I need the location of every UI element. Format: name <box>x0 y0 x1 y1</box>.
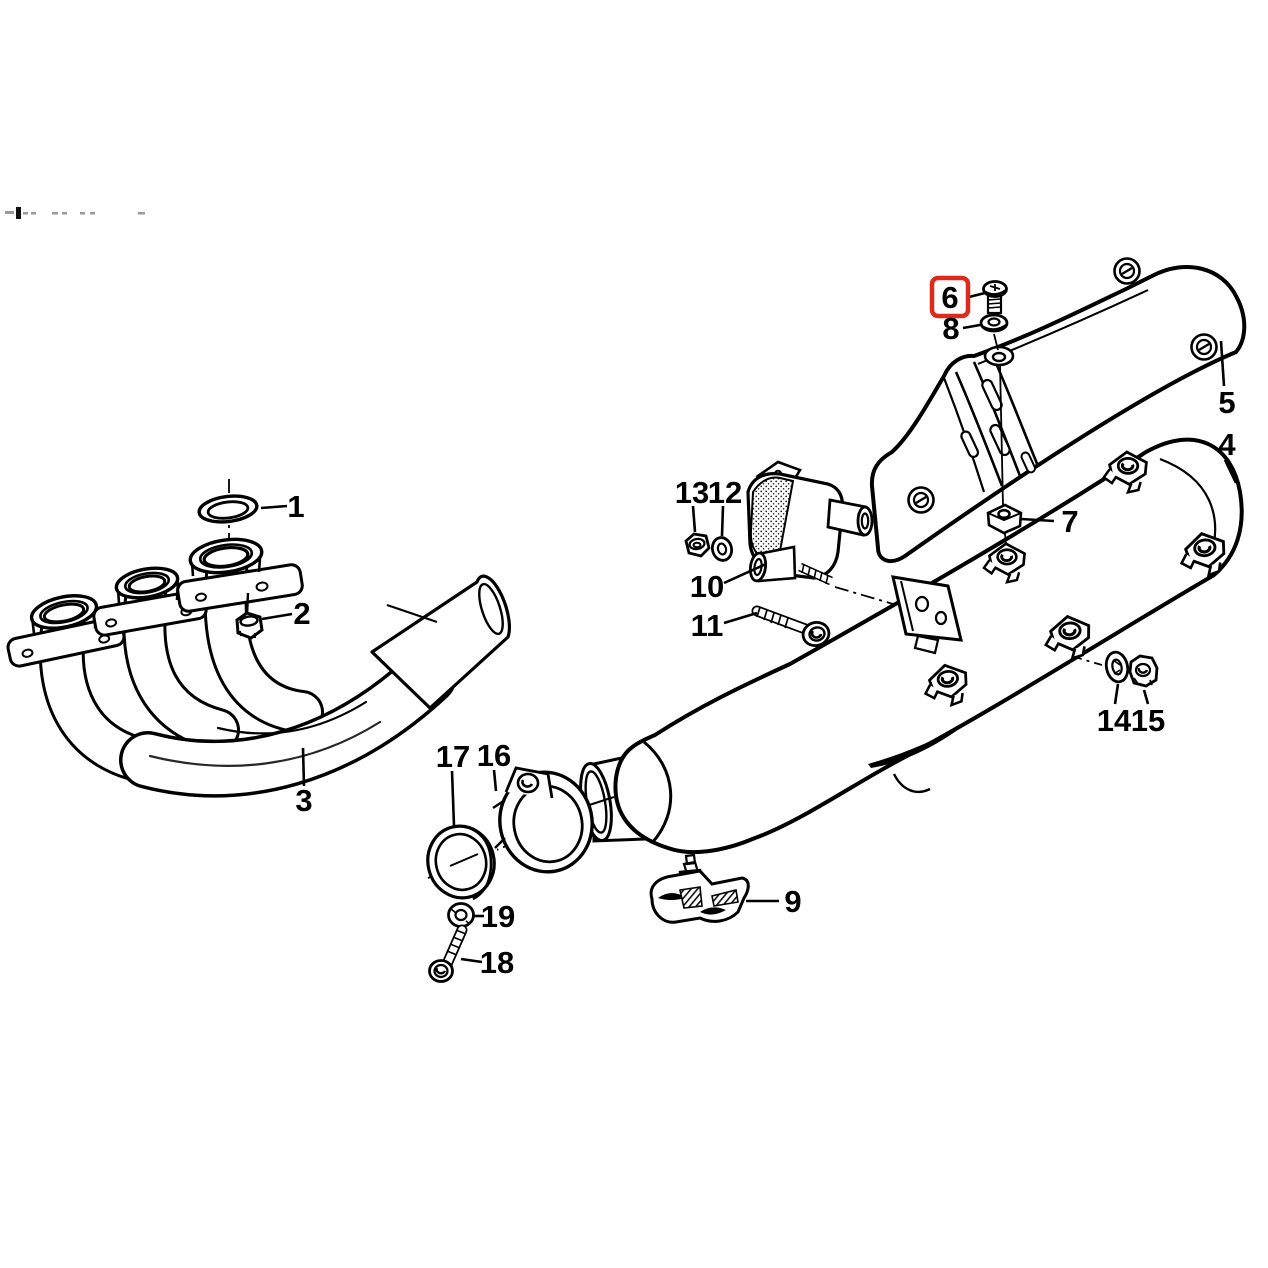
highlight-box <box>929 275 971 319</box>
shield-screw-hole <box>983 345 1015 367</box>
leader-line-8 <box>962 323 981 330</box>
leader-line-7 <box>1020 517 1055 523</box>
part-label-8[interactable]: 8 <box>942 311 959 346</box>
nut-13-drawing <box>684 532 711 558</box>
leader-line-13 <box>691 505 697 533</box>
bolt-11-drawing <box>751 605 831 648</box>
leader-line-12 <box>720 505 725 537</box>
screw-drawing <box>982 280 1008 315</box>
leader-line-5 <box>1219 340 1226 387</box>
collector-cone-drawing <box>370 574 511 710</box>
heat-shield-drawing <box>869 257 1247 564</box>
washer-8-drawing <box>979 313 1009 333</box>
muffler-mount-tab <box>891 575 963 655</box>
mount-stud <box>798 562 833 586</box>
bolt-18-drawing <box>428 924 468 983</box>
part-label-10[interactable]: 10 <box>690 569 724 604</box>
part-label-3[interactable]: 3 <box>295 783 312 818</box>
part-label-16[interactable]: 16 <box>477 738 511 773</box>
corner-marks <box>5 207 145 219</box>
part-label-13[interactable]: 13 <box>675 475 709 510</box>
bracket-9-drawing <box>649 853 750 924</box>
clamp-16-drawing <box>492 766 594 874</box>
part-label-12[interactable]: 12 <box>708 475 742 510</box>
strap-slot <box>960 430 980 458</box>
strap-slot <box>981 378 1003 412</box>
flange-nut-drawing <box>235 611 264 640</box>
washer-14-drawing <box>1104 650 1130 684</box>
leader-line-10 <box>723 562 767 585</box>
part-label-18[interactable]: 18 <box>480 945 514 980</box>
sleeve-17-drawing <box>426 824 497 901</box>
leader-line-17 <box>450 770 456 827</box>
part-label-7[interactable]: 7 <box>1061 504 1078 539</box>
exhaust-flange-left <box>6 594 126 668</box>
leader-line-15 <box>1142 689 1150 705</box>
square-nut-drawing <box>986 503 1023 535</box>
part-label-6[interactable]: 6 <box>941 280 958 315</box>
mount-bushing <box>748 545 797 583</box>
leader-line-1 <box>260 504 288 510</box>
part-label-1[interactable]: 1 <box>287 489 304 524</box>
part-label-11[interactable]: 11 <box>691 608 724 643</box>
muffler-drawing <box>579 437 1244 855</box>
cone-mouth-opening <box>478 582 504 636</box>
leader-line-11 <box>723 611 758 625</box>
part-label-19[interactable]: 19 <box>481 899 515 934</box>
strap-slot <box>989 423 1011 457</box>
rubber-mount-drawing <box>746 460 874 586</box>
part-label-9[interactable]: 9 <box>784 884 801 919</box>
part-label-14[interactable]: 14 <box>1097 703 1132 738</box>
leader-line-6 <box>968 291 986 299</box>
part-label-4[interactable]: 4 <box>1218 427 1236 462</box>
part-label-5[interactable]: 5 <box>1218 385 1235 420</box>
leader-line-16 <box>492 769 498 792</box>
nut-15-drawing <box>1128 654 1159 688</box>
leader-line-18 <box>460 957 483 964</box>
washer-12-drawing <box>710 536 734 562</box>
leader-line-3 <box>301 747 306 787</box>
leader-line-2 <box>261 612 293 621</box>
part-label-15[interactable]: 15 <box>1131 703 1165 738</box>
gasket-ring-drawing <box>197 494 259 524</box>
clamp-bolt-lug <box>504 766 554 799</box>
leader-line-4 <box>1223 459 1238 484</box>
strap-slot <box>1020 451 1036 474</box>
part-label-2[interactable]: 2 <box>293 596 310 631</box>
leader-line-14 <box>1113 683 1120 705</box>
part-label-17[interactable]: 17 <box>436 739 470 774</box>
exhaust-flange-right <box>176 537 304 617</box>
